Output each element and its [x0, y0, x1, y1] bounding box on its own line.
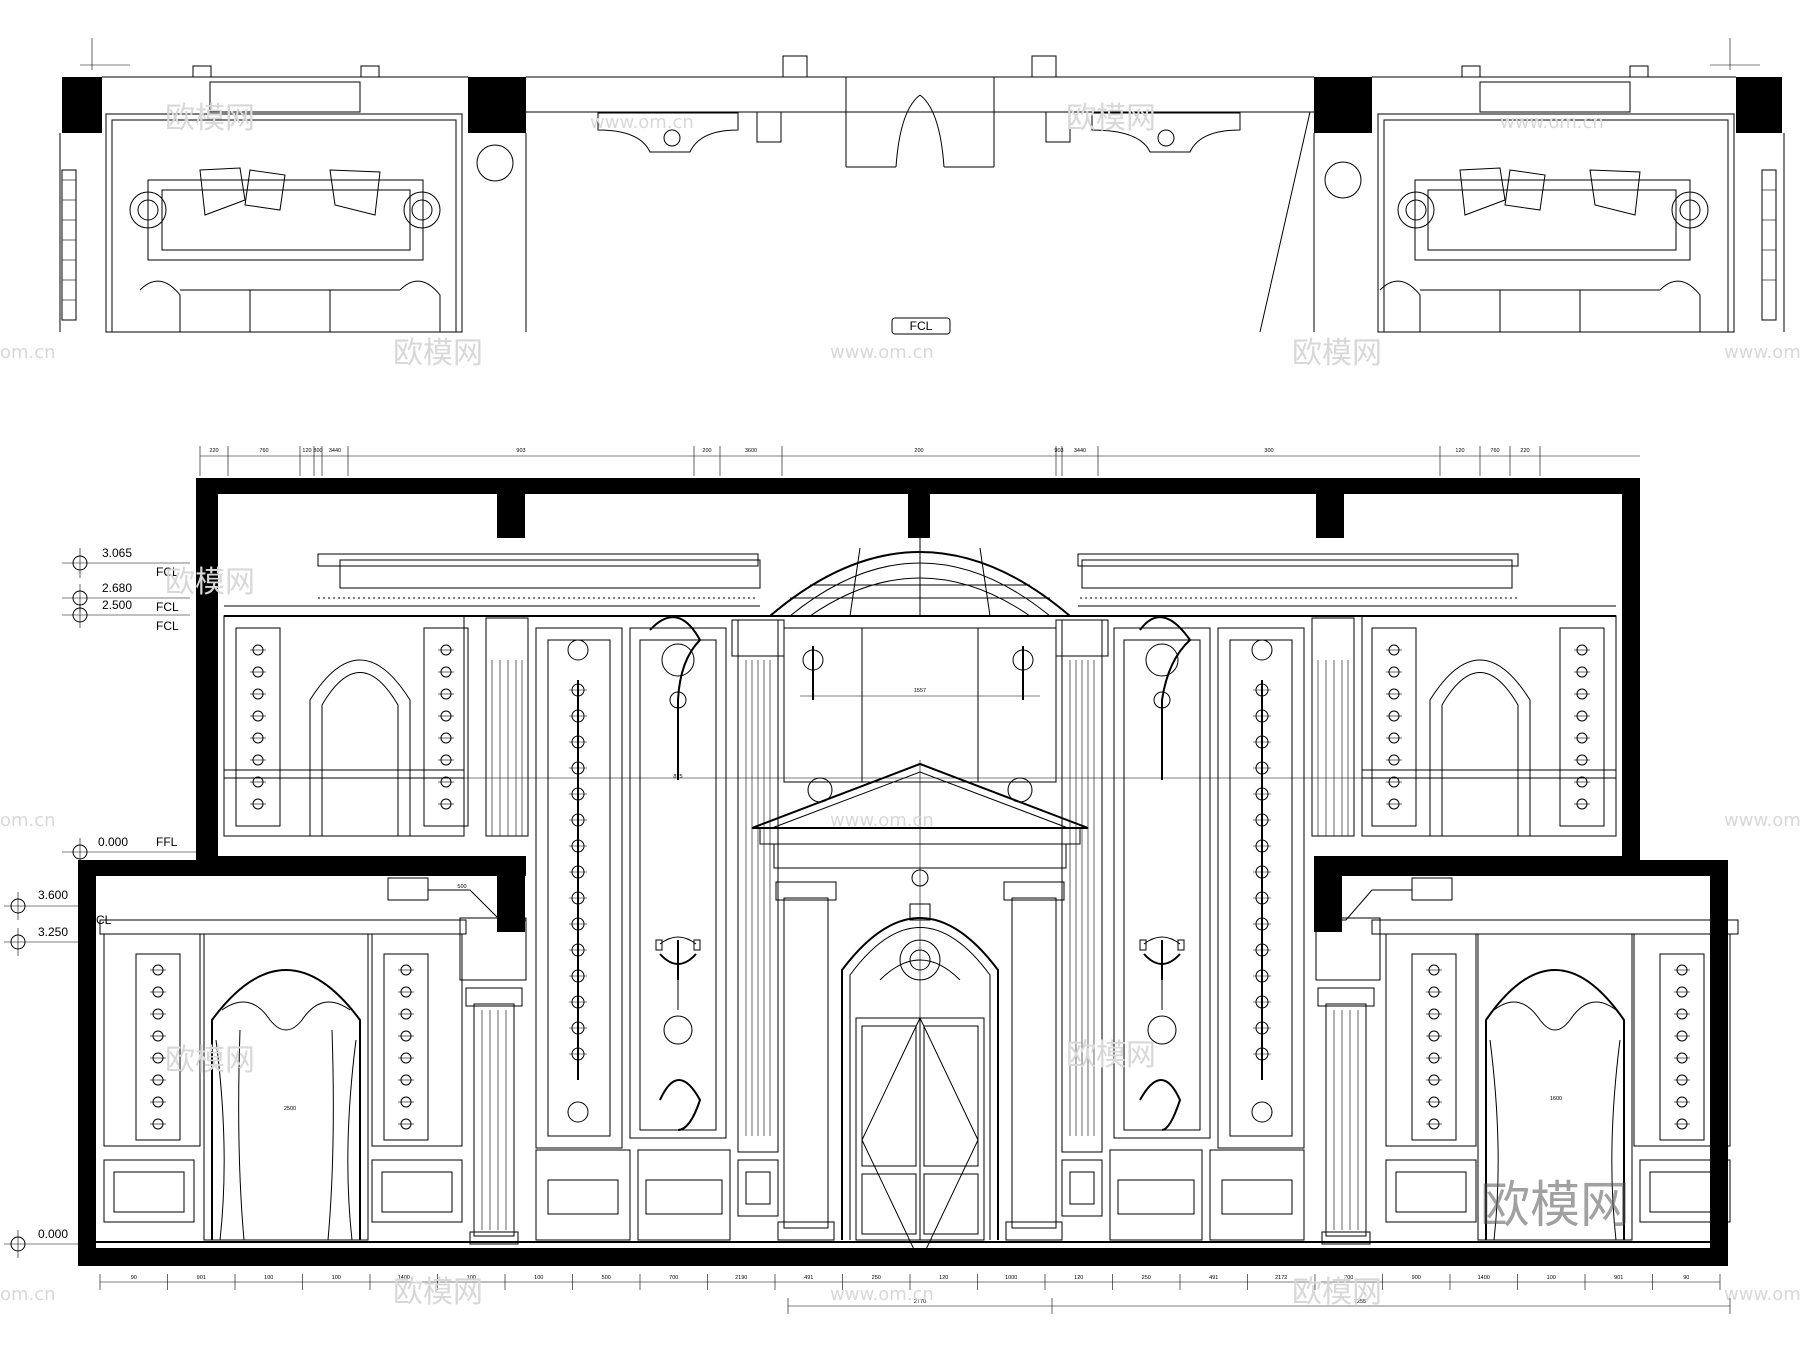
bottom-dimension-label: 700	[669, 1275, 678, 1281]
bottom-dimension-label: 491	[1209, 1275, 1218, 1281]
svg-text:欧模网: 欧模网	[165, 101, 255, 136]
bottom-total-label: 2770	[914, 1299, 926, 1305]
level-marker: 2.500 FCL	[62, 598, 190, 633]
level-marker: 3.600	[4, 888, 96, 920]
bottom-dimension-label: 1400	[398, 1275, 410, 1281]
svg-text:FCL: FCL	[156, 600, 179, 614]
watermarks: 欧模网 欧模网 欧模网 欧模网 欧模网 欧模网 欧模网 欧模网 欧模网 www.…	[0, 101, 1800, 1310]
bottom-dimension-label: 100	[1547, 1275, 1556, 1281]
svg-text:875: 875	[673, 774, 682, 780]
svg-text:www.om.cn: www.om.cn	[830, 810, 934, 831]
svg-text:欧模网: 欧模网	[1292, 336, 1382, 371]
bottom-dimension-label: 100	[332, 1275, 341, 1281]
svg-text:www.om.cn: www.om.cn	[590, 112, 694, 133]
bottom-dimension-label: 90	[1683, 1275, 1689, 1281]
bottom-dimension-label: 100	[467, 1275, 476, 1281]
svg-text:1557: 1557	[914, 688, 926, 694]
svg-text:2500: 2500	[284, 1106, 296, 1112]
top-dimension-label: 760	[1490, 448, 1499, 454]
top-dimension-label: 120	[302, 448, 311, 454]
svg-text:om.cn: om.cn	[0, 1284, 56, 1305]
svg-text:FCL: FCL	[156, 565, 179, 579]
svg-text:www.om.cn: www.om.cn	[830, 342, 934, 363]
svg-text:3.250: 3.250	[38, 925, 68, 939]
top-dimension-label: 3440	[329, 448, 341, 454]
svg-text:2.500: 2.500	[102, 598, 132, 612]
bottom-dimension-label: 100	[534, 1275, 543, 1281]
svg-text:www.om.cn: www.om.cn	[1724, 1284, 1800, 1305]
inner-dimensions: 1557 875 2500 1600 500	[284, 688, 1562, 1112]
bottom-dimension-label: 900	[1412, 1275, 1421, 1281]
svg-text:om.cn: om.cn	[0, 810, 56, 831]
ornament-chains	[150, 644, 1690, 1130]
svg-text:www.om.cn: www.om.cn	[830, 1284, 934, 1305]
svg-text:FFL: FFL	[156, 835, 178, 849]
bottom-dimension-label: 120	[1074, 1275, 1083, 1281]
svg-text:3.600: 3.600	[38, 888, 68, 902]
top-dimension-label: 200	[914, 448, 923, 454]
top-dimension-label: 220	[1520, 448, 1529, 454]
svg-text:欧模网: 欧模网	[393, 336, 483, 371]
top-dimension-label: 903	[516, 448, 525, 454]
svg-text:3.065: 3.065	[102, 546, 132, 560]
wall-elevation	[78, 478, 1739, 1266]
svg-text:欧模网: 欧模网	[165, 1043, 255, 1078]
svg-text:FCL: FCL	[156, 619, 179, 633]
bottom-dimension-label: 901	[197, 1275, 206, 1281]
bottom-total-label: 7255	[1354, 1299, 1366, 1305]
top-dimension-label: 220	[209, 448, 218, 454]
bottom-dimension-label: 2172	[1275, 1275, 1287, 1281]
svg-text:欧模网: 欧模网	[393, 1275, 483, 1310]
level-marker: 0.000	[4, 1227, 96, 1258]
bottom-dimension-label: 1400	[1478, 1275, 1490, 1281]
svg-text:0.000: 0.000	[98, 835, 128, 849]
svg-text:欧模网: 欧模网	[1066, 101, 1156, 136]
top-dimension-label: 760	[259, 448, 268, 454]
bottom-dimension-label: 120	[939, 1275, 948, 1281]
bottom-dimension-label: 491	[804, 1275, 813, 1281]
bottom-dimension-label: 1000	[1005, 1275, 1017, 1281]
svg-text:www.om.cn: www.om.cn	[1724, 342, 1800, 363]
top-dimension-label: 200	[702, 448, 711, 454]
level-markers: 3.065 FCL 2.680 FCL 2.500 FCL 0.000 FFL …	[4, 546, 196, 1258]
level-marker: 3.250 CL	[4, 913, 112, 956]
svg-text:CL: CL	[96, 913, 112, 927]
bottom-dimension-label: 100	[264, 1275, 273, 1281]
top-dimension-label: 300	[313, 448, 322, 454]
svg-text:500: 500	[457, 884, 466, 890]
bottom-dimension-label: 2190	[735, 1275, 747, 1281]
brand-watermark-large: 欧模网	[1480, 1176, 1630, 1234]
level-marker: 3.065 FCL	[62, 546, 190, 579]
svg-text:om.cn: om.cn	[0, 342, 56, 363]
svg-text:2.680: 2.680	[102, 581, 132, 595]
svg-text:www.om.cn: www.om.cn	[1500, 112, 1604, 133]
svg-text:欧模网: 欧模网	[1066, 1038, 1156, 1073]
top-dimension-label: 3440	[1074, 448, 1086, 454]
bottom-dimension-label: 250	[1142, 1275, 1151, 1281]
bottom-dimension-label: 90	[131, 1275, 137, 1281]
top-dimension-label: 120	[1455, 448, 1464, 454]
bottom-dimension-label: 901	[1614, 1275, 1623, 1281]
bottom-dimension-label: 500	[602, 1275, 611, 1281]
level-marker: 2.680 FCL	[62, 581, 190, 614]
plan-tag: FCL	[910, 319, 933, 333]
bottom-dimension-line: 90 901 100 100 1400 100 100 500 700 2190 491 250 120…	[99, 1274, 1731, 1314]
svg-text:0.000: 0.000	[38, 1227, 68, 1241]
svg-text:欧模网: 欧模网	[1292, 1275, 1382, 1310]
svg-text:www.om.cn: www.om.cn	[1724, 810, 1800, 831]
bottom-dimension-label: 250	[872, 1275, 881, 1281]
floor-plan: FCL	[59, 38, 1785, 335]
bottom-dimension-label: 700	[1344, 1275, 1353, 1281]
top-dimension-label: 3600	[745, 448, 757, 454]
svg-text:欧模网: 欧模网	[165, 565, 255, 600]
top-dimension-label: 300	[1264, 448, 1273, 454]
top-dimension-label: 903	[1054, 448, 1063, 454]
level-marker: 0.000 FFL	[62, 835, 196, 866]
svg-text:1600: 1600	[1550, 1096, 1562, 1102]
